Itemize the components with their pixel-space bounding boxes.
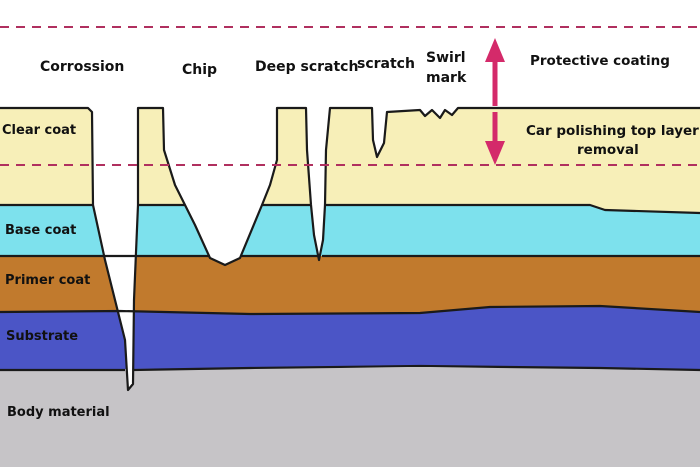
primer-coat-layer: [0, 254, 700, 314]
corrosion-defect: [92, 104, 138, 390]
primer-coat-label: Primer coat: [5, 273, 90, 288]
body-material-layer: [0, 368, 700, 467]
corrosion-label: Corrossion: [40, 59, 124, 75]
scratch-label: scratch: [357, 56, 415, 72]
polishing-removal-arrow: [485, 112, 505, 165]
polishing-label-line1: Car polishing top layer: [526, 123, 699, 139]
substrate-label: Substrate: [6, 329, 78, 344]
chip-label: Chip: [182, 62, 217, 78]
substrate-layer: [0, 305, 700, 370]
protective-coating-arrow: [485, 38, 505, 106]
swirl-mark-label-line2: mark: [426, 70, 467, 86]
layer-outlines: [0, 106, 700, 392]
body-material-label: Body material: [7, 405, 110, 420]
chip-defect: [163, 108, 277, 265]
deep-scratch-label: Deep scratch: [255, 59, 358, 75]
base-coat-layer: [0, 205, 700, 256]
base-coat-label: Base coat: [5, 223, 76, 238]
protective-coating-label: Protective coating: [530, 53, 670, 69]
swirl-mark-label-line1: Swirl: [426, 50, 466, 66]
polishing-label-line2: removal: [577, 142, 639, 158]
clear-coat-label: Clear coat: [2, 123, 76, 138]
